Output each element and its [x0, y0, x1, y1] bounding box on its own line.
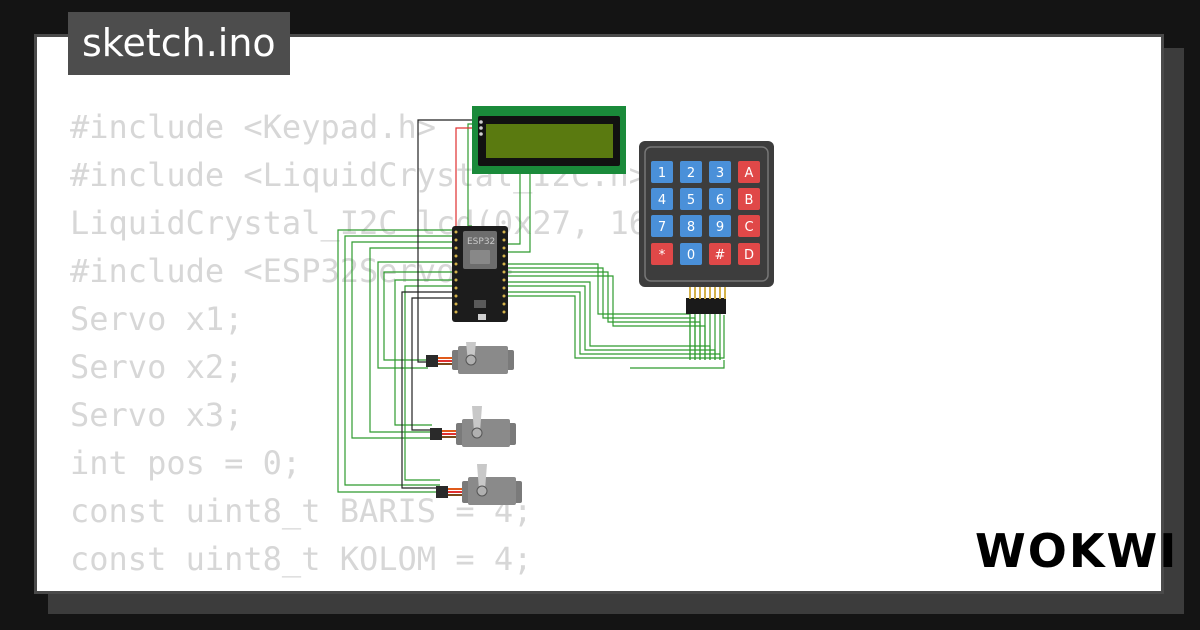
- keypad-key-label: D: [744, 248, 754, 263]
- keypad-key-0[interactable]: [680, 243, 702, 265]
- keypad-key-7[interactable]: [651, 215, 673, 237]
- keypad-key-4[interactable]: [651, 188, 673, 210]
- keypad-key-d[interactable]: [738, 243, 760, 265]
- code-line: const uint8_t KOLOM = 4;: [70, 540, 533, 578]
- keypad-key-label: 7: [658, 220, 666, 235]
- keypad-key-label: 4: [658, 193, 666, 208]
- file-tab[interactable]: sketch.ino: [68, 12, 290, 75]
- keypad-key-9[interactable]: [709, 215, 731, 237]
- keypad-key-label: 9: [716, 220, 724, 235]
- code-line: int pos = 0;: [70, 444, 302, 482]
- wokwi-logo: WOKWI: [975, 524, 1179, 578]
- keypad-key-5[interactable]: [680, 188, 702, 210]
- keypad-key-8[interactable]: [680, 215, 702, 237]
- keypad-key-label: 1: [658, 166, 666, 181]
- keypad-key-label: 0: [687, 248, 695, 263]
- keypad-key-label: 2: [687, 166, 695, 181]
- code-line: Servo x2;: [70, 348, 244, 386]
- keypad-key-label: 8: [687, 220, 695, 235]
- keypad-key-label: #: [715, 248, 726, 263]
- code-preview: #include <Keypad.h> #include <LiquidCryst…: [70, 103, 744, 591]
- code-line: Servo x1;: [70, 300, 244, 338]
- lcd-display: [472, 106, 626, 174]
- esp32-label: ESP32: [467, 237, 495, 247]
- keypad-key-hash[interactable]: [709, 243, 731, 265]
- code-line: #include <Keypad.h>: [70, 108, 437, 146]
- keypad-key-label: 6: [716, 193, 724, 208]
- keypad-key-c[interactable]: [738, 215, 760, 237]
- keypad-key-a[interactable]: [738, 161, 760, 183]
- black-wires: [401, 119, 480, 489]
- esp32-board: ESP32: [452, 226, 508, 322]
- keypad: 1 2 3 A 4 5 6 B 7 8 9 C * 0 # D: [639, 141, 774, 314]
- keypad-key-star[interactable]: [651, 243, 673, 265]
- servo-motor-2: [430, 406, 516, 447]
- servo-motor-3: [436, 464, 522, 505]
- code-line: Servo x3;: [70, 396, 244, 434]
- keypad-key-label: 3: [716, 166, 724, 181]
- keypad-key-label: 5: [687, 193, 695, 208]
- keypad-key-6[interactable]: [709, 188, 731, 210]
- servo-motor-1: [426, 342, 514, 374]
- green-wires: [337, 123, 725, 493]
- keypad-key-label: *: [659, 248, 666, 263]
- keypad-key-3[interactable]: [709, 161, 731, 183]
- keypad-key-2[interactable]: [680, 161, 702, 183]
- code-line: #include <LiquidCrystal_I2C.h>: [70, 156, 648, 194]
- keypad-key-label: B: [745, 193, 754, 208]
- keypad-key-label: C: [744, 220, 753, 235]
- keypad-key-b[interactable]: [738, 188, 760, 210]
- code-line: char keys[BARIS][KOLOM] = {: [70, 583, 744, 591]
- keypad-key-1[interactable]: [651, 161, 673, 183]
- keypad-key-label: A: [745, 166, 754, 181]
